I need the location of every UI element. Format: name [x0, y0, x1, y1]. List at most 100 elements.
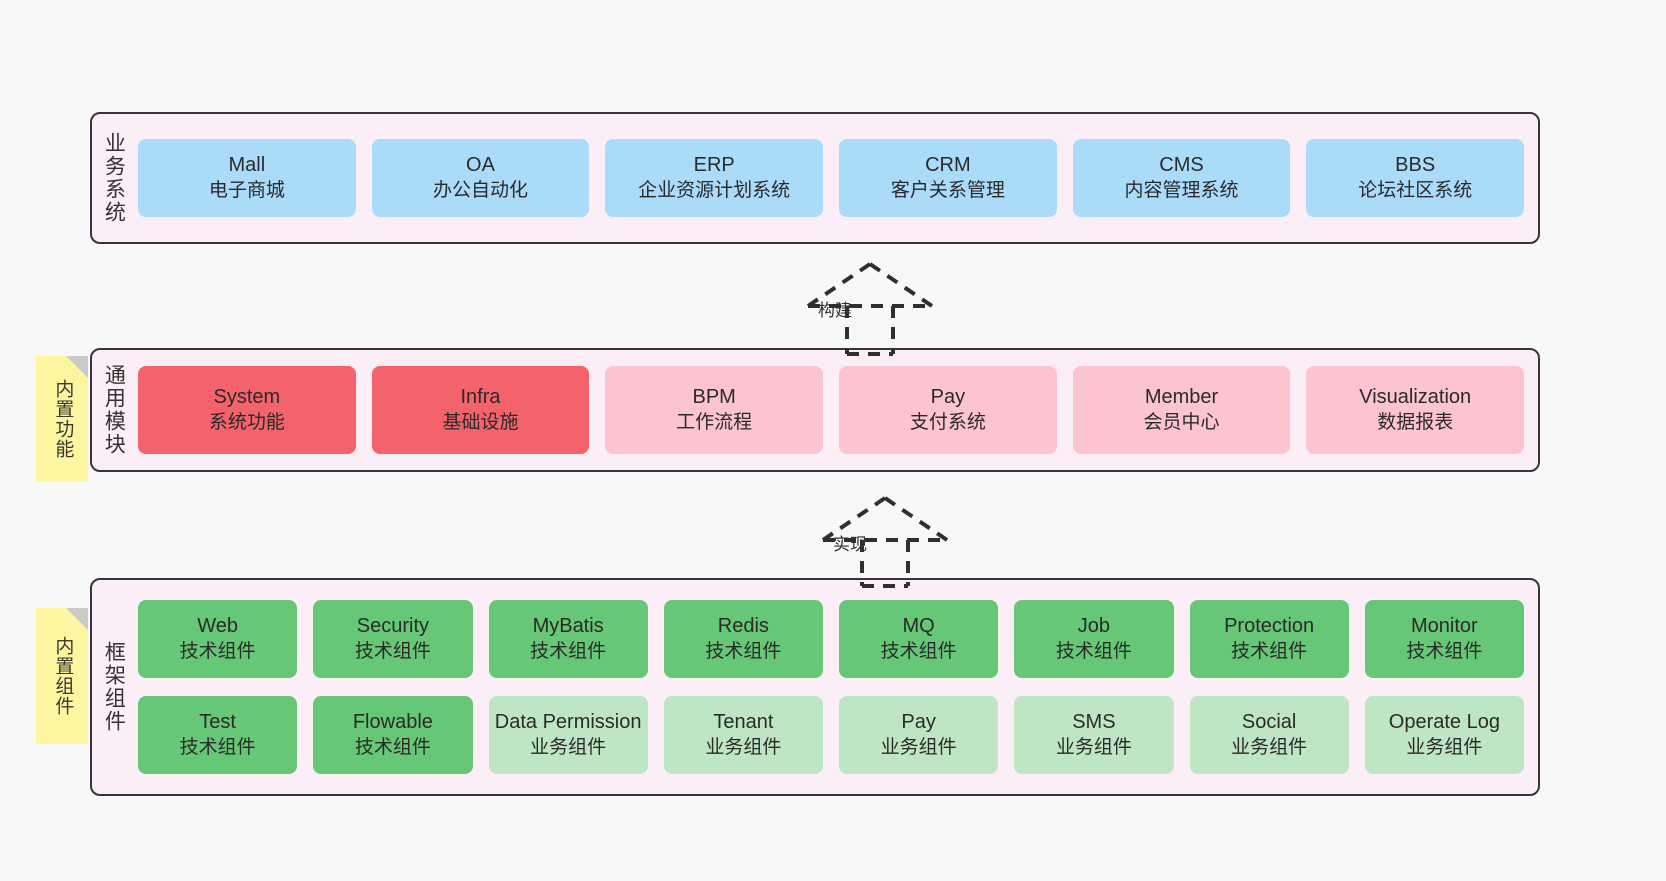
card-subtitle: 数据报表	[1377, 411, 1454, 433]
layer-label-business: 业务系统	[102, 132, 126, 224]
card-title: Mall	[228, 154, 266, 177]
card-visualization[interactable]: Visualization 数据报表	[1306, 366, 1525, 454]
card-cms[interactable]: CMS 内容管理系统	[1072, 139, 1291, 217]
card-oa[interactable]: OA 办公自动化	[371, 139, 590, 217]
card-subtitle: 业务组件	[530, 736, 607, 758]
card-subtitle: 技术组件	[705, 640, 782, 662]
card-bpm[interactable]: BPM 工作流程	[605, 366, 824, 454]
connector-build-arrow	[806, 262, 934, 356]
card-subtitle: 业务组件	[880, 736, 957, 758]
card-title: Flowable	[352, 711, 433, 734]
card-title: SMS	[1072, 711, 1116, 734]
card-flowable[interactable]: Flowable 技术组件	[313, 696, 473, 774]
layer-body-business: Mall 电子商城 OA 办公自动化 ERP 企业资源计划系统 CRM 客户关系…	[134, 114, 1538, 242]
card-subtitle: 技术组件	[880, 640, 957, 662]
connector-build: 构建	[790, 258, 950, 358]
sticky-note-label: 内置功能	[52, 379, 74, 459]
card-row: Web 技术组件 Security 技术组件 MyBatis 技术组件 Redi…	[138, 600, 1524, 678]
card-system[interactable]: System 系统功能	[138, 366, 356, 454]
card-title: MQ	[902, 615, 935, 638]
card-bbs[interactable]: BBS 论坛社区系统	[1306, 139, 1525, 217]
card-social[interactable]: Social 业务组件	[1189, 696, 1349, 774]
card-subtitle: 支付系统	[909, 411, 986, 433]
sticky-note-label: 内置组件	[52, 636, 74, 716]
card-title: BPM	[692, 386, 736, 409]
card-monitor[interactable]: Monitor 技术组件	[1364, 600, 1524, 678]
card-subtitle: 内容管理系统	[1124, 179, 1239, 201]
card-title: Redis	[717, 615, 769, 638]
card-subtitle: 业务组件	[1055, 736, 1132, 758]
card-subtitle: 技术组件	[1231, 640, 1308, 662]
card-security[interactable]: Security 技术组件	[313, 600, 473, 678]
card-subtitle: 业务组件	[705, 736, 782, 758]
card-title: Pay	[930, 386, 966, 409]
card-title: CRM	[925, 154, 971, 177]
card-title: Job	[1077, 615, 1110, 638]
layer-common-modules: 通用模块 System 系统功能 Infra 基础设施 BPM 工作流程 Pay…	[90, 348, 1540, 472]
card-subtitle: 论坛社区系统	[1358, 179, 1473, 201]
card-subtitle: 业务组件	[1231, 736, 1308, 758]
card-test[interactable]: Test 技术组件	[138, 696, 298, 774]
card-row: Mall 电子商城 OA 办公自动化 ERP 企业资源计划系统 CRM 客户关系…	[138, 139, 1525, 217]
card-title: OA	[466, 154, 495, 177]
card-subtitle: 技术组件	[1406, 640, 1483, 662]
card-subtitle: 办公自动化	[433, 179, 529, 201]
card-title: Tenant	[713, 711, 774, 734]
page-fold-corner-icon	[66, 356, 88, 378]
card-title: Pay	[901, 711, 936, 734]
card-title: Infra	[460, 386, 501, 409]
card-crm[interactable]: CRM 客户关系管理	[839, 139, 1057, 217]
card-protection[interactable]: Protection 技术组件	[1189, 600, 1349, 678]
card-title: Social	[1241, 711, 1297, 734]
sticky-note-builtin-component: 内置组件	[36, 608, 88, 744]
card-tenant[interactable]: Tenant 业务组件	[663, 696, 823, 774]
card-mybatis[interactable]: MyBatis 技术组件	[488, 600, 648, 678]
layer-body-framework: Web 技术组件 Security 技术组件 MyBatis 技术组件 Redi…	[134, 580, 1538, 794]
card-pay-module[interactable]: Pay 支付系统	[839, 366, 1057, 454]
card-subtitle: 技术组件	[530, 640, 607, 662]
page-fold-corner-icon	[66, 608, 88, 630]
card-subtitle: 基础设施	[442, 411, 519, 433]
layer-body-common: System 系统功能 Infra 基础设施 BPM 工作流程 Pay 支付系统…	[134, 350, 1538, 470]
card-title: Security	[356, 615, 429, 638]
card-subtitle: 技术组件	[354, 640, 431, 662]
card-title: Data Permission	[494, 711, 642, 734]
card-subtitle: 技术组件	[1055, 640, 1132, 662]
connector-implement-label: 实现	[833, 535, 867, 554]
card-title: System	[213, 386, 281, 409]
card-subtitle: 会员中心	[1143, 411, 1220, 433]
card-data-permission[interactable]: Data Permission 业务组件	[488, 696, 648, 774]
card-pay-component[interactable]: Pay 业务组件	[839, 696, 999, 774]
card-title: MyBatis	[532, 615, 604, 638]
card-infra[interactable]: Infra 基础设施	[371, 366, 590, 454]
layer-label-common: 通用模块	[102, 364, 126, 456]
card-sms[interactable]: SMS 业务组件	[1014, 696, 1174, 774]
card-mall[interactable]: Mall 电子商城	[138, 139, 356, 217]
card-subtitle: 技术组件	[179, 736, 256, 758]
card-operate-log[interactable]: Operate Log 业务组件	[1364, 696, 1524, 774]
card-title: ERP	[693, 154, 735, 177]
card-title: Operate Log	[1388, 711, 1500, 734]
card-row: System 系统功能 Infra 基础设施 BPM 工作流程 Pay 支付系统…	[138, 366, 1525, 454]
card-redis[interactable]: Redis 技术组件	[663, 600, 823, 678]
card-title: Protection	[1224, 615, 1315, 638]
layer-label-framework: 框架组件	[102, 641, 126, 733]
sticky-note-builtin-function: 内置功能	[36, 356, 88, 482]
connector-implement: 实现	[805, 492, 965, 590]
card-subtitle: 客户关系管理	[890, 179, 1005, 201]
card-mq[interactable]: MQ 技术组件	[839, 600, 999, 678]
card-subtitle: 技术组件	[179, 640, 256, 662]
card-title: BBS	[1395, 154, 1436, 177]
card-subtitle: 工作流程	[676, 411, 753, 433]
card-member[interactable]: Member 会员中心	[1072, 366, 1291, 454]
card-title: Web	[197, 615, 238, 638]
card-web[interactable]: Web 技术组件	[138, 600, 298, 678]
card-job[interactable]: Job 技术组件	[1014, 600, 1174, 678]
card-row: Test 技术组件 Flowable 技术组件 Data Permission …	[138, 696, 1524, 774]
card-title: Visualization	[1359, 386, 1472, 409]
card-erp[interactable]: ERP 企业资源计划系统	[605, 139, 824, 217]
card-subtitle: 系统功能	[208, 411, 285, 433]
card-subtitle: 业务组件	[1406, 736, 1483, 758]
card-subtitle: 电子商城	[208, 179, 285, 201]
